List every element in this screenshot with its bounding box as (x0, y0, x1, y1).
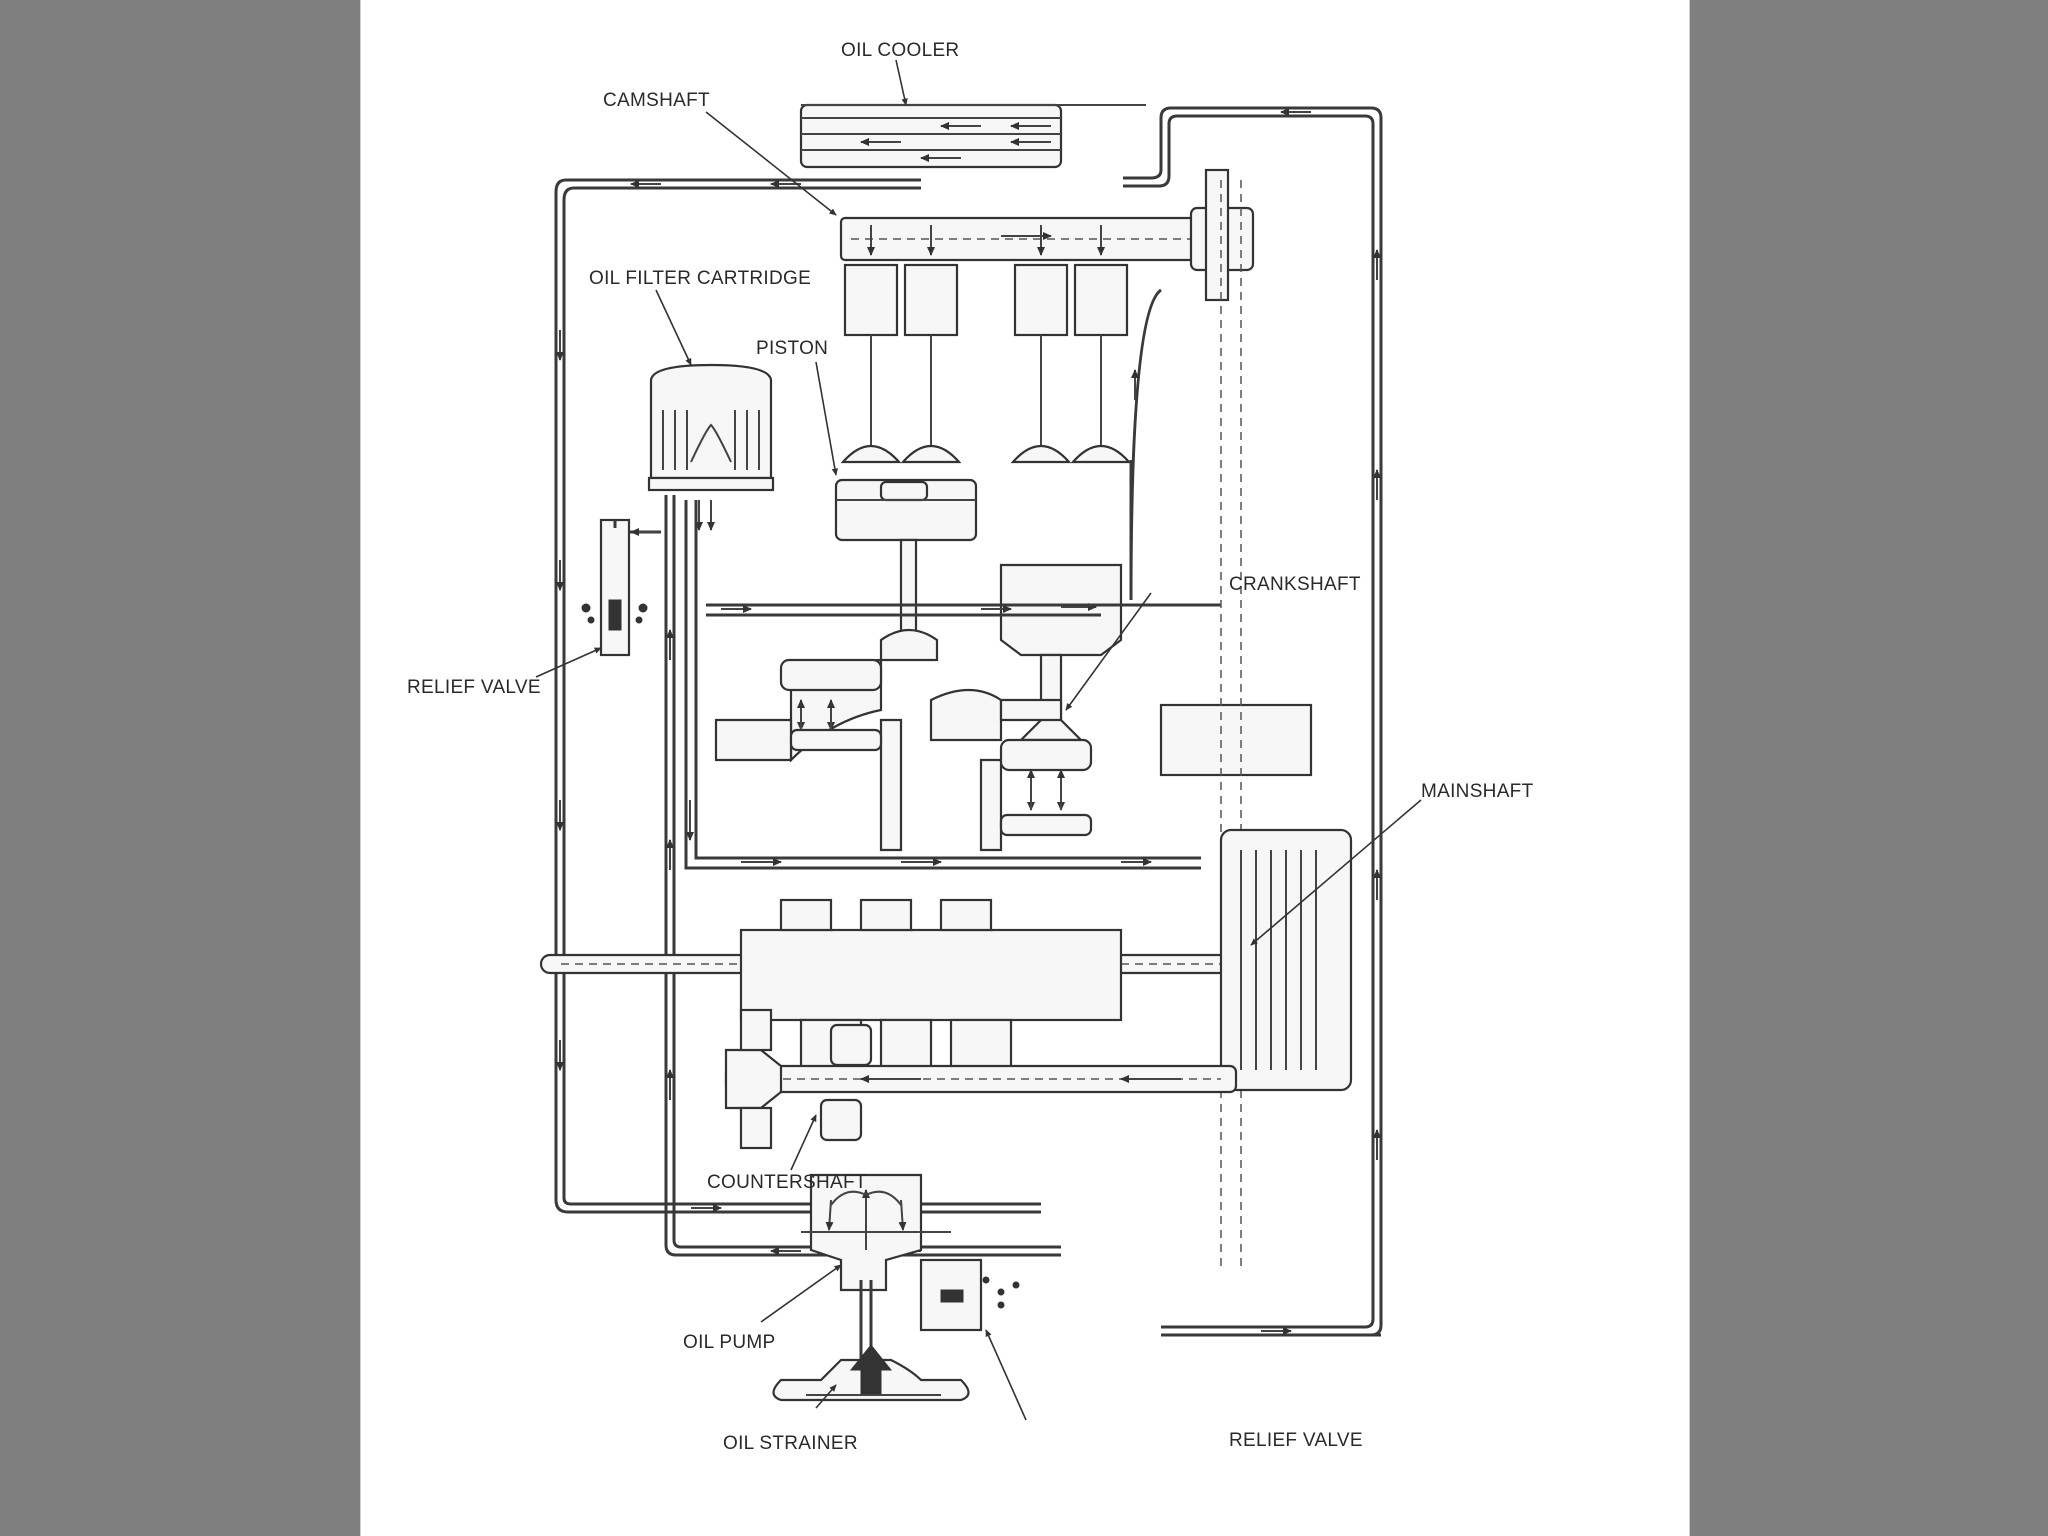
label-oil-cooler: OIL COOLER (841, 40, 959, 61)
crankcase (706, 180, 1313, 1270)
label-oil-strainer: OIL STRAINER (723, 1433, 858, 1454)
oil-circuit-diagram: OIL COOLER CAMSHAFT OIL FILTER CARTRIDGE… (407, 40, 1534, 1454)
internal-oil-galleries (684, 288, 1201, 870)
label-countershaft: COUNTERSHAFT (707, 1172, 867, 1193)
relief-valve-left (581, 518, 661, 657)
label-oil-pump: OIL PUMP (683, 1332, 776, 1353)
label-relief-valve-bottom: RELIEF VALVE (1229, 1430, 1363, 1451)
oil-cooler (799, 103, 1146, 169)
oil-filter-cartridge (647, 363, 775, 531)
label-relief-valve-left: RELIEF VALVE (407, 677, 541, 698)
label-crankshaft: CRANKSHAFT (1229, 574, 1361, 595)
label-oil-filter-cartridge: OIL FILTER CARTRIDGE (589, 268, 811, 289)
countershaft-assembly (724, 1008, 1238, 1150)
camshaft-assembly (839, 168, 1255, 464)
part-labels: OIL COOLER CAMSHAFT OIL FILTER CARTRIDGE… (407, 40, 1534, 1454)
oil-strainer (772, 1344, 970, 1402)
outer-oil-pipes (554, 106, 1383, 1337)
document-page: OIL COOLER CAMSHAFT OIL FILTER CARTRIDGE… (360, 0, 1690, 1536)
piston (834, 478, 978, 662)
label-camshaft: CAMSHAFT (603, 90, 710, 111)
label-piston: PISTON (756, 338, 828, 359)
label-mainshaft: MAINSHAFT (1421, 781, 1534, 802)
oil-pump (801, 1173, 1020, 1360)
leader-lines (535, 59, 1422, 1421)
